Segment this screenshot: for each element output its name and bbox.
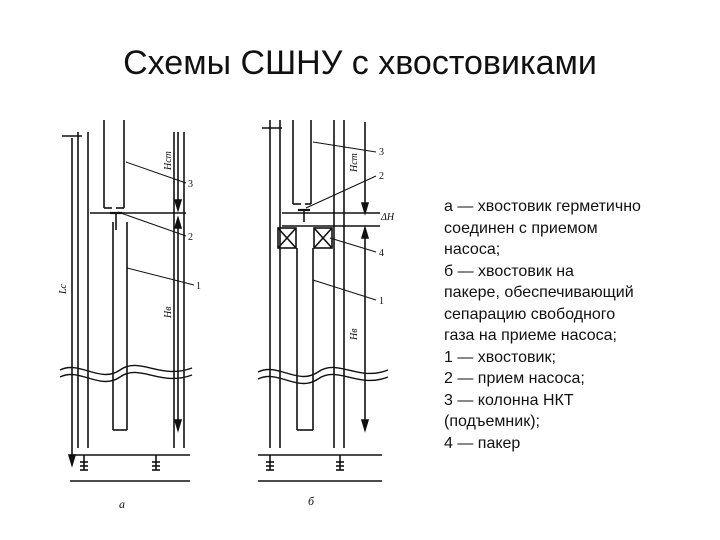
callout-4-b: 4 bbox=[379, 248, 384, 259]
label-hst-a: Hст bbox=[163, 151, 174, 171]
label-hv-b: Hв bbox=[349, 328, 360, 341]
schematic-b bbox=[257, 120, 389, 482]
legend-line: пакере, обеспечивающий bbox=[444, 284, 634, 301]
legend-line: 1 — хвостовик; bbox=[444, 348, 556, 366]
callout-2-a: 2 bbox=[188, 232, 193, 243]
callout-1-b: 1 bbox=[379, 296, 384, 307]
legend-line: насоса; bbox=[444, 241, 501, 258]
legend-line: а — хвостовик герметично bbox=[444, 198, 641, 215]
label-hst-b: Hст bbox=[349, 153, 360, 173]
schematic-a bbox=[59, 120, 195, 482]
legend-line: 4 — пакер bbox=[444, 434, 521, 452]
legend: а — хвостовик герметично соединен с прие… bbox=[444, 196, 714, 454]
legend-line: б — хвостовик на bbox=[444, 262, 574, 280]
label-dh-b: ΔH bbox=[380, 212, 395, 223]
callout-3-a: 3 bbox=[188, 179, 193, 190]
label-hv-a: Hв bbox=[163, 306, 174, 319]
caption-a: а bbox=[119, 497, 125, 511]
caption-b: б bbox=[308, 494, 315, 508]
legend-line: (подъемник); bbox=[444, 413, 540, 430]
callout-1-a: 1 bbox=[196, 281, 201, 292]
label-lc-a: Lс bbox=[58, 283, 69, 295]
callout-2-b: 2 bbox=[379, 171, 384, 182]
slide-title: Схемы СШНУ с хвостовиками bbox=[123, 44, 597, 82]
legend-line: сепарацию свободного bbox=[444, 305, 616, 323]
legend-line: 2 — прием насоса; bbox=[444, 370, 585, 387]
callout-3-b: 3 bbox=[379, 147, 384, 158]
legend-line: газа на приеме насоса; bbox=[444, 327, 617, 344]
legend-line: 3 — колонна НКТ bbox=[444, 391, 574, 409]
legend-line: соединен с приемом bbox=[444, 219, 598, 237]
